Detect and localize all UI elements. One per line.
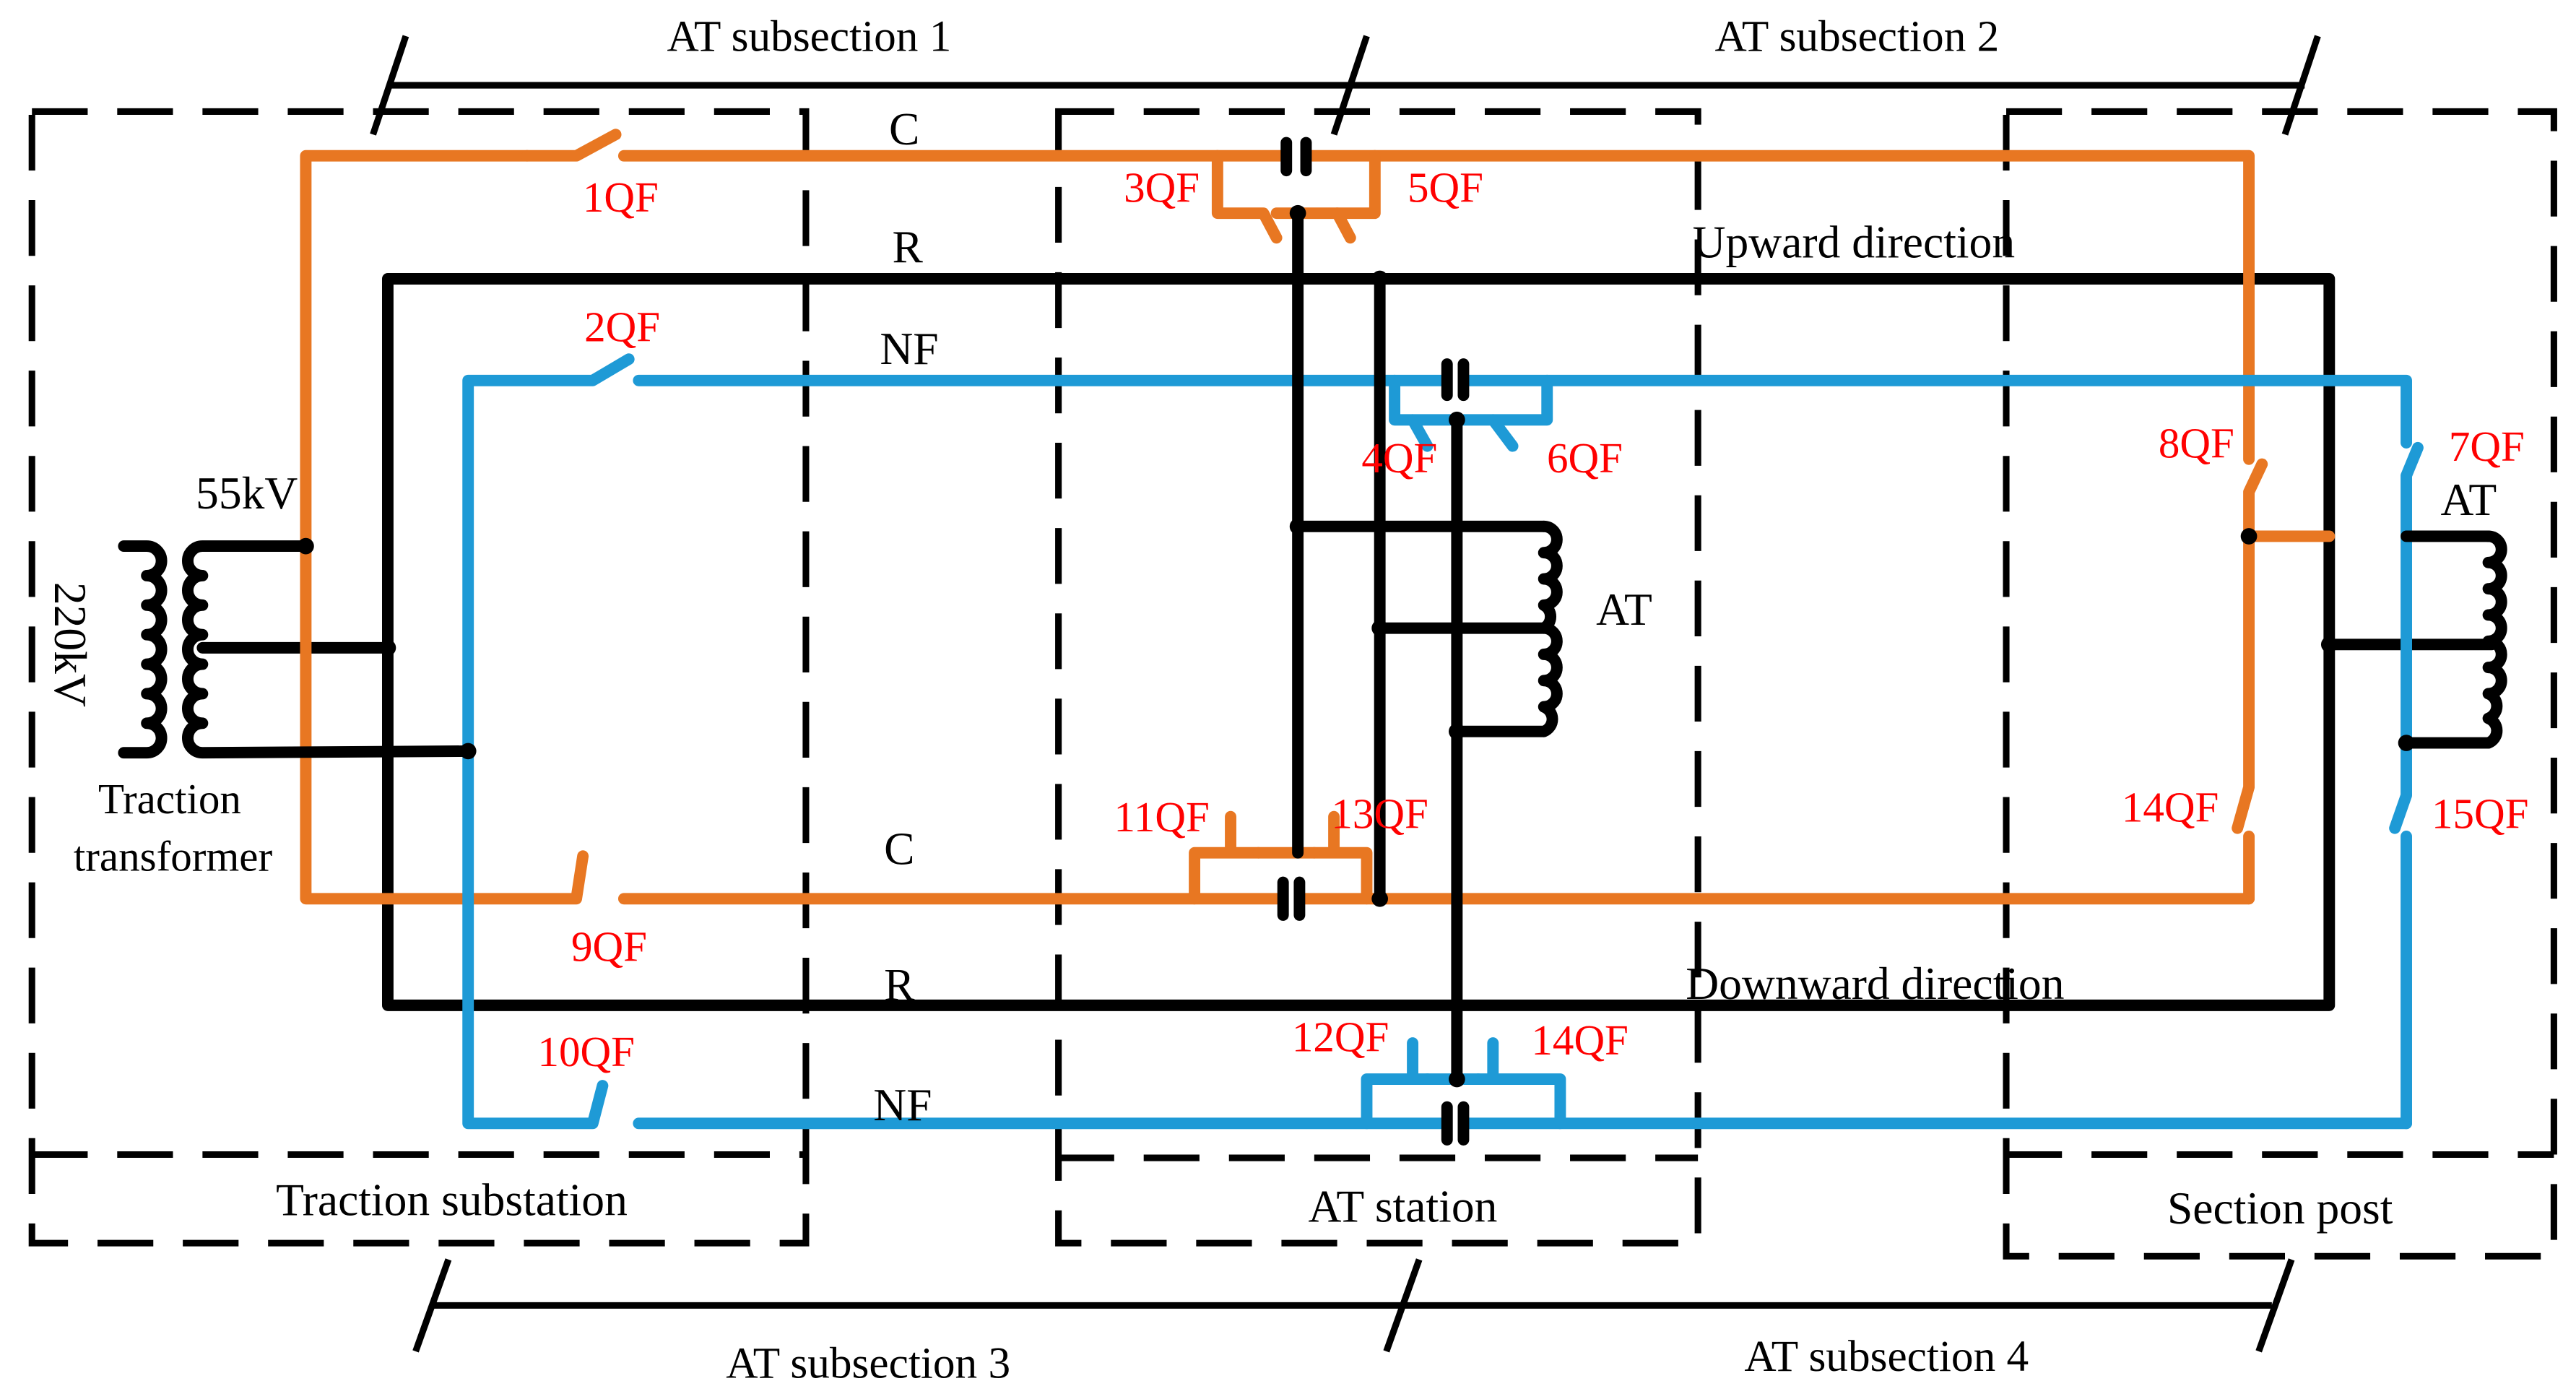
- 7qf-15qf-switches: [2389, 441, 2424, 1130]
- up-c-to-at-station: [521, 129, 1289, 162]
- junction-dot: [2398, 735, 2415, 751]
- subsection-2-label: AT subsection 2: [1714, 12, 1999, 61]
- junction-dot: [1371, 890, 1389, 907]
- at-station-coil: [1538, 520, 1563, 737]
- 5qf-switch: [1331, 150, 1381, 244]
- breaker-label-10qf: 10QF: [537, 1028, 634, 1075]
- breaker-label-11qf: 11QF: [1114, 793, 1210, 841]
- breaker-label-15qf: 15QF: [2432, 790, 2528, 838]
- up-c-left-riser: [300, 150, 533, 553]
- junction-dot: [1449, 411, 1465, 428]
- up-c-to-section-post: [1304, 150, 2255, 465]
- junction-dot: [2320, 636, 2338, 653]
- at-station-label: AT station: [1308, 1181, 1497, 1232]
- bottom-tick-mid: [1383, 1258, 1423, 1353]
- down-c-label: C: [884, 823, 914, 875]
- section-post-label: Section post: [2167, 1182, 2393, 1234]
- at-station-box: [1055, 108, 1701, 1247]
- down-c-feeder: [300, 540, 2255, 905]
- up-c-feeder: [300, 129, 2336, 905]
- down-nf-feeder: [462, 745, 2412, 1130]
- at-station-busbars: [1292, 207, 1563, 1085]
- junction-dot: [1371, 270, 1389, 287]
- subsection-3-label: AT subsection 3: [726, 1338, 1010, 1387]
- junction-dot: [1449, 723, 1465, 740]
- downward-direction-label: Downward direction: [1686, 958, 2064, 1009]
- breaker-label-7qf: 7QF: [2449, 423, 2525, 470]
- secondary-voltage-label: 55kV: [196, 467, 298, 519]
- 4qf-6qf-breakers: [1389, 358, 1553, 452]
- breaker-label-13qf: 13QF: [1331, 790, 1428, 838]
- junction-dot: [459, 743, 477, 760]
- breaker-label-2qf: 2QF: [584, 303, 660, 350]
- breaker-label-3qf: 3QF: [1124, 163, 1200, 211]
- top-tick-mid: [1330, 35, 1370, 136]
- down-c-to-at-station: [300, 540, 1286, 905]
- up-nf-feeder: [462, 353, 2424, 1130]
- transformer-name-line2: transformer: [74, 833, 273, 880]
- substation-box: [28, 108, 810, 1247]
- station-boxes: [28, 108, 2557, 1260]
- junction-dot: [298, 537, 314, 555]
- 3qf-5qf-breakers: [1211, 137, 1381, 244]
- breaker-label-8qf: 8QF: [2159, 419, 2234, 467]
- breaker-label-4qf: 4QF: [1361, 434, 1437, 482]
- 6qf-switch: [1487, 374, 1553, 452]
- at-station-at-label: AT: [1596, 584, 1652, 635]
- 14qf-up-switch: [2232, 530, 2255, 905]
- breaker-label-6qf: 6QF: [1547, 434, 1623, 482]
- junction-dot: [1449, 1070, 1465, 1088]
- bottom-tick-left: [412, 1258, 452, 1353]
- post-at-coil: [2482, 530, 2507, 749]
- down-nf-label: NF: [873, 1079, 932, 1130]
- junction-dot: [1289, 518, 1306, 535]
- junction-dots: [298, 204, 2415, 1088]
- 4qf-switch: [1389, 374, 1434, 452]
- bottom-tick-right: [2255, 1258, 2295, 1353]
- junction-dot: [379, 639, 396, 657]
- section-post-at-label: AT: [2440, 474, 2497, 525]
- up-c-label: C: [889, 103, 919, 155]
- substation-label: Traction substation: [276, 1174, 628, 1226]
- breaker-label-5qf: 5QF: [1408, 163, 1483, 211]
- 3qf-switch: [1211, 150, 1283, 244]
- 11qf-13qf-breakers: [1189, 810, 1373, 921]
- up-nf-to-section-post: [1459, 374, 2412, 449]
- breaker-label-1qf: 1QF: [583, 173, 659, 221]
- top-tick-right: [2281, 35, 2321, 136]
- section-post-box: [2003, 108, 2557, 1260]
- up-nf-label: NF: [880, 323, 938, 374]
- breaker-label-14qf-up: 14QF: [2122, 784, 2219, 831]
- 8qf-switch: [2243, 458, 2268, 542]
- up-nf-to-at-station: [462, 353, 1450, 757]
- top-tick-left: [370, 35, 409, 136]
- breaker-label-14qf-down: 14QF: [1531, 1016, 1628, 1064]
- transformer-secondary-coil: [182, 540, 474, 759]
- junction-dot: [1371, 620, 1389, 636]
- subsection-markers: [370, 35, 2321, 1353]
- upward-direction-label: Upward direction: [1693, 216, 2016, 267]
- transformer-primary-coil: [118, 540, 168, 759]
- subsection-4-label: AT subsection 4: [1744, 1332, 2029, 1381]
- subsection-1-label: AT subsection 1: [667, 12, 952, 61]
- up-r-label: R: [893, 221, 924, 272]
- transformer-name-line1: Traction: [98, 775, 241, 823]
- breaker-labels: 1QF 2QF 3QF 4QF 5QF 6QF 7QF 8QF 9QF 10QF…: [537, 163, 2528, 1075]
- breaker-label-12qf: 12QF: [1292, 1013, 1389, 1060]
- traction-transformer: [118, 540, 474, 759]
- primary-voltage-label: 220kV: [45, 582, 96, 707]
- down-nf-to-at-station: [462, 745, 1450, 1130]
- junction-dot: [2240, 528, 2258, 545]
- down-r-label: R: [884, 959, 915, 1010]
- junction-dot: [1289, 204, 1306, 222]
- breaker-label-9qf: 9QF: [571, 923, 647, 971]
- section-post-at: [2401, 530, 2507, 749]
